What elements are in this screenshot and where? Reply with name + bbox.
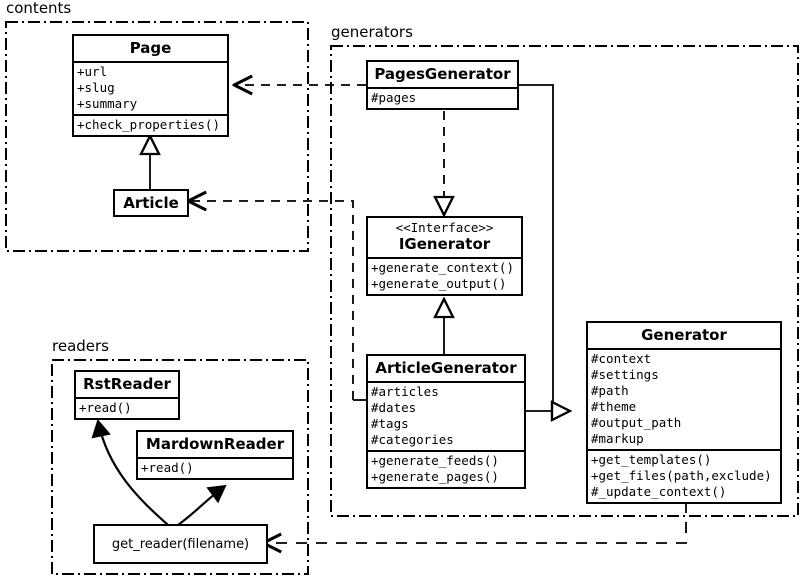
attribute-row: #dates xyxy=(371,400,417,415)
attribute-row: #context xyxy=(591,351,652,366)
method-row: +get_templates() xyxy=(591,452,712,467)
attribute-row: #output_path xyxy=(591,415,682,430)
class-box-rstreader[interactable]: RstReader +read() xyxy=(74,370,180,420)
class-name-generator: Generator xyxy=(641,326,727,344)
class-box-page[interactable]: Page +url +slug +summary +check_properti… xyxy=(72,34,229,137)
attribute-row: #categories xyxy=(371,432,454,447)
method-row: #_update_context() xyxy=(591,484,727,499)
method-row: +get_files(path,exclude) xyxy=(591,468,772,483)
class-box-igenerator[interactable]: <<Interface>> IGenerator +generate_conte… xyxy=(366,216,523,296)
package-label-readers: readers xyxy=(50,337,111,355)
class-methods-igenerator: +generate_context() +generate_output() xyxy=(368,257,521,294)
class-methods-rstreader: +read() xyxy=(76,397,178,418)
class-attributes-articlegenerator: #articles #dates #tags #categories xyxy=(368,381,524,450)
class-box-articlegenerator[interactable]: ArticleGenerator #articles #dates #tags … xyxy=(366,354,526,489)
class-attributes-generator: #context #settings #path #theme #output_… xyxy=(588,348,780,449)
edge-getreader-to-mardownreader xyxy=(177,484,227,526)
class-name-text-igenerator: IGenerator xyxy=(398,235,491,253)
method-row: +generate_output() xyxy=(371,276,507,291)
attribute-row: #articles xyxy=(371,384,439,399)
class-name-pagesgenerator: PagesGenerator xyxy=(374,65,511,83)
class-box-generator[interactable]: Generator #context #settings #path #them… xyxy=(586,321,782,504)
class-name-mardownreader: MardownReader xyxy=(145,435,285,453)
class-box-mardownreader[interactable]: MardownReader +read() xyxy=(136,430,294,480)
attribute-row: #markup xyxy=(591,431,644,446)
method-row: +read() xyxy=(79,400,132,415)
class-stereotype-igenerator: <<Interface>> xyxy=(395,220,494,235)
class-box-article[interactable]: Article xyxy=(113,189,189,217)
attribute-row: +slug xyxy=(77,80,115,95)
class-name-page: Page xyxy=(129,39,172,57)
attribute-row: #tags xyxy=(371,416,409,431)
class-box-pagesgenerator[interactable]: PagesGenerator #pages xyxy=(366,60,519,110)
method-row: +generate_context() xyxy=(371,260,514,275)
package-label-generators: generators xyxy=(329,23,415,41)
class-methods-generator: +get_templates() +get_files(path,exclude… xyxy=(588,449,780,502)
class-attributes-page: +url +slug +summary xyxy=(74,61,227,114)
method-row: +check_properties() xyxy=(77,117,220,132)
class-methods-page: +check_properties() xyxy=(74,114,227,135)
class-methods-articlegenerator: +generate_feeds() +generate_pages() xyxy=(368,450,524,487)
function-box-get-reader[interactable]: get_reader(filename) xyxy=(93,524,268,564)
class-attributes-pagesgenerator: #pages xyxy=(368,87,517,108)
package-label-contents: contents xyxy=(4,0,74,17)
method-row: +generate_feeds() xyxy=(371,453,499,468)
attribute-row: +url xyxy=(77,64,108,79)
class-methods-mardownreader: +read() xyxy=(138,457,292,478)
method-row: +read() xyxy=(141,460,194,475)
class-name-igenerator: <<Interface>> IGenerator xyxy=(368,218,521,257)
class-name-rstreader: RstReader xyxy=(83,375,171,393)
function-label-get-reader: get_reader(filename) xyxy=(111,536,250,552)
edge-generator-to-getreader xyxy=(265,502,687,543)
method-row: +generate_pages() xyxy=(371,469,499,484)
attribute-row: #path xyxy=(591,383,629,398)
attribute-row: #settings xyxy=(591,367,659,382)
edge-articlegenerator-to-article xyxy=(190,201,354,400)
class-name-articlegenerator: ArticleGenerator xyxy=(375,359,517,377)
attribute-row: #pages xyxy=(371,90,417,105)
class-name-article: Article xyxy=(123,194,179,212)
attribute-row: +summary xyxy=(77,96,138,111)
attribute-row: #theme xyxy=(591,399,637,414)
